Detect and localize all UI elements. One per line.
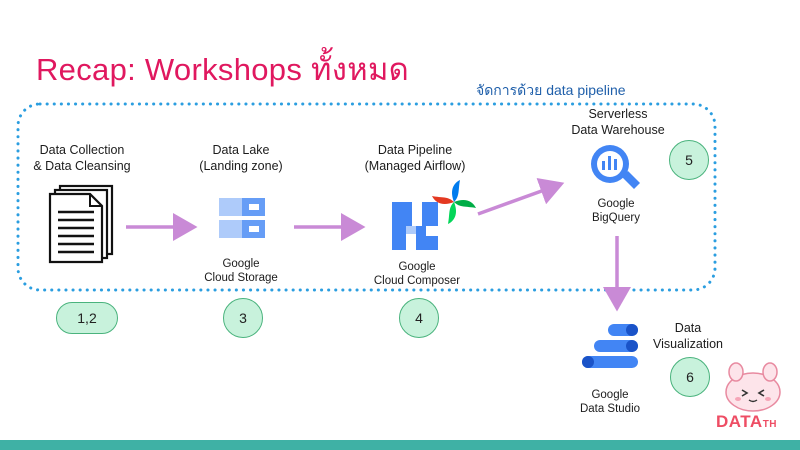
cloud-composer-icon [392, 180, 476, 250]
brand-logo: DATATH [716, 412, 778, 431]
bottom-accent-bar [0, 440, 800, 450]
stage-pipeline-product: Google Cloud Composer [373, 261, 461, 287]
pipeline-note: จัดการด้วย data pipeline [476, 82, 626, 98]
stage-badge-3: 3 [223, 298, 263, 338]
stage-badge-6: 6 [670, 357, 710, 397]
stage-visualization-label: Data Visualization [653, 321, 723, 351]
bigquery-icon [591, 145, 640, 189]
stage-badge-4: 4 [399, 298, 439, 338]
stage-warehouse-product: Google BigQuery [592, 198, 640, 224]
stage-badge-1-2: 1,2 [56, 302, 118, 334]
stage-warehouse-label: Serverless Data Warehouse [571, 107, 665, 137]
stage-lake-product: Google Cloud Storage [204, 258, 278, 284]
documents-icon [48, 184, 114, 264]
arrow-pipeline-to-warehouse [477, 177, 565, 216]
stage-collection-label: Data Collection & Data Cleansing [33, 143, 131, 173]
stage-badge-5: 5 [669, 140, 709, 180]
data-studio-icon [582, 324, 638, 368]
cloud-storage-icon [219, 198, 265, 238]
stage-lake-label: Data Lake (Landing zone) [199, 143, 283, 173]
mascot-icon [725, 362, 781, 412]
stage-visualization-product: Google Data Studio [579, 389, 641, 415]
stage-pipeline-label: Data Pipeline (Managed Airflow) [364, 143, 466, 173]
slide-title: Recap: Workshops ทั้งหมด [36, 52, 410, 87]
